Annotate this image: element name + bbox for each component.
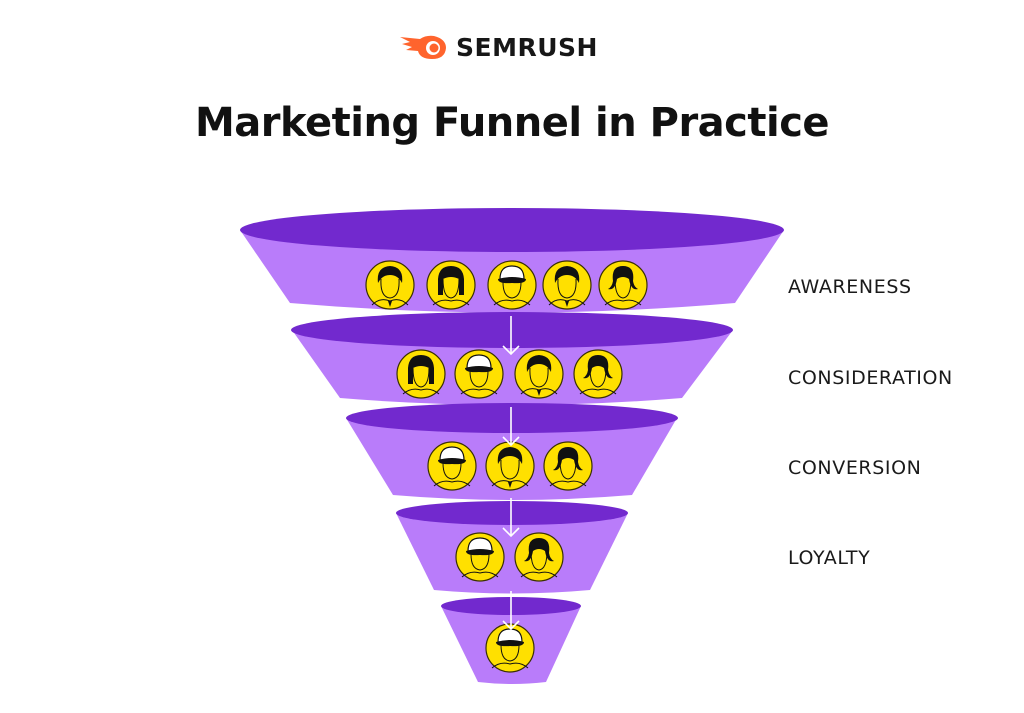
- person-avatar-icon: [598, 260, 648, 310]
- person-avatar-icon: [455, 532, 505, 582]
- page-title: Marketing Funnel in Practice: [194, 100, 830, 146]
- person-avatar-icon: [543, 441, 593, 491]
- stage-label-awareness: AWARENESS: [788, 276, 912, 298]
- semrush-fireball-icon: [400, 35, 446, 59]
- person-avatar-icon: [365, 260, 415, 310]
- funnel-segment-consideration: [291, 312, 733, 405]
- stage-label-conversion: CONVERSION: [788, 457, 922, 479]
- semrush-logo: SEMRUSH: [398, 30, 598, 64]
- person-avatar-icon: [454, 349, 504, 399]
- person-avatar-icon: [514, 532, 564, 582]
- brand-name: SEMRUSH: [456, 32, 598, 62]
- funnel-segment-conversion: [346, 403, 678, 500]
- funnel-segment-loyalty: [396, 501, 628, 594]
- stage-label-loyalty: LOYALTY: [788, 547, 871, 569]
- person-avatar-icon: [427, 441, 477, 491]
- person-avatar-icon: [573, 349, 623, 399]
- stage-label-consideration: CONSIDERATION: [788, 367, 953, 389]
- person-avatar-icon: [514, 349, 564, 399]
- person-avatar-icon: [487, 260, 537, 310]
- person-avatar-icon: [396, 349, 446, 399]
- person-avatar-icon: [485, 623, 535, 673]
- person-avatar-icon: [542, 260, 592, 310]
- funnel-segment-awareness: [240, 208, 784, 313]
- person-avatar-icon: [485, 441, 535, 491]
- person-avatar-icon: [426, 260, 476, 310]
